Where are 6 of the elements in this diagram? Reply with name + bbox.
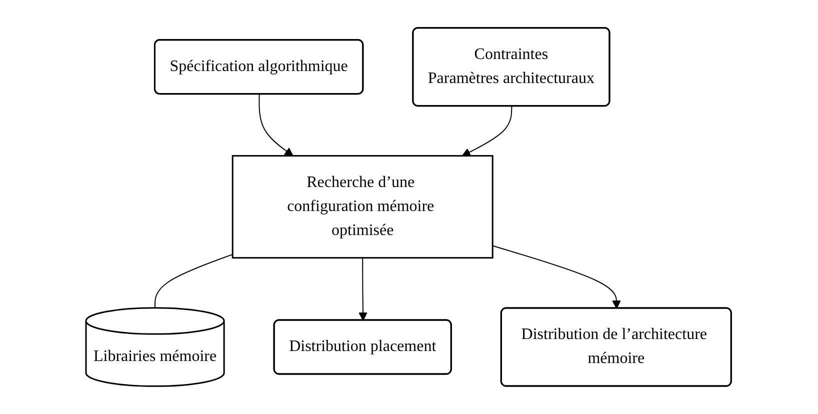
connector bbox=[154, 254, 234, 308]
node-box: Recherche d’une configuration mémoire optimisée bbox=[232, 155, 494, 259]
arrow bbox=[359, 257, 368, 321]
arrow bbox=[462, 106, 513, 156]
arrow bbox=[259, 94, 294, 156]
arrow bbox=[492, 245, 622, 309]
